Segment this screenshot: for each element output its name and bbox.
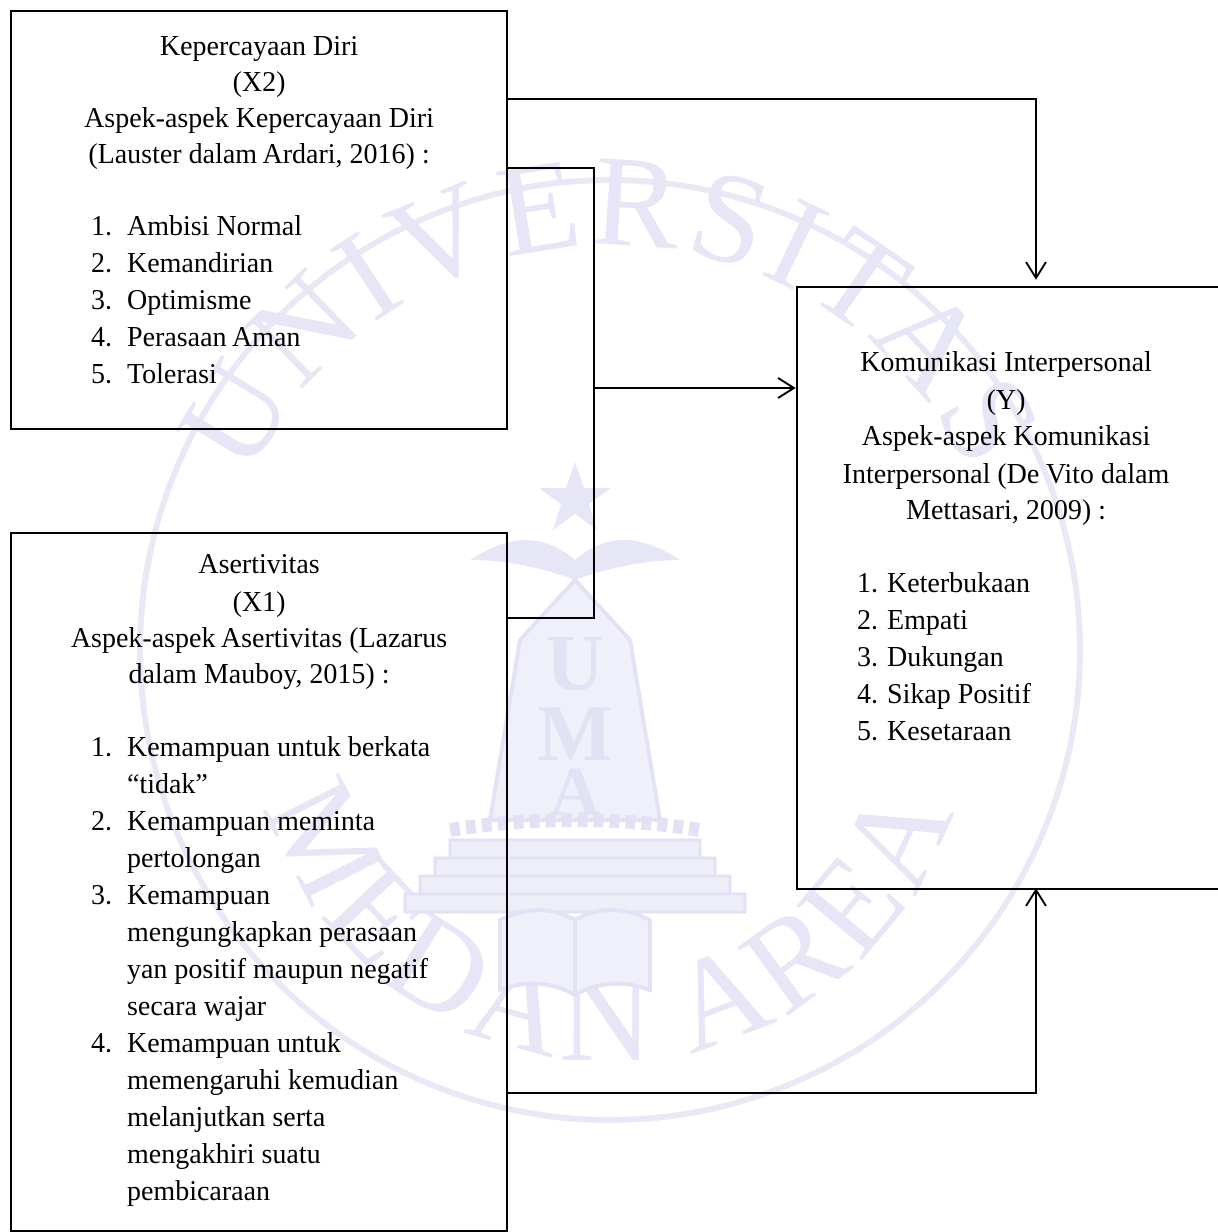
y-item-num: 5. <box>857 716 878 747</box>
x1-item-line: pertolongan <box>127 843 261 874</box>
x1-title: Asertivitas <box>198 549 320 580</box>
y-item: Dukungan <box>887 642 1004 673</box>
y-item-num: 3. <box>857 642 878 673</box>
x1-item-line: mengakhiri suatu <box>127 1139 321 1170</box>
x2-title: Kepercayaan Diri <box>159 31 359 62</box>
x1-item-line: Kemampuan meminta <box>127 806 376 837</box>
x1-item-line: “tidak” <box>127 769 208 800</box>
x1-item-num: 2. <box>91 806 112 837</box>
x2-item-num: 2. <box>91 248 112 279</box>
x2-aspect-line2: (Lauster dalam Ardari, 2016) : <box>88 139 430 170</box>
x2-item: Perasaan Aman <box>127 322 301 353</box>
x1-item-line: memengaruhi kemudian <box>127 1065 399 1096</box>
x2-item-num: 4. <box>91 322 112 353</box>
x2-item-num: 1. <box>91 211 112 242</box>
x2-item: Optimisme <box>127 285 252 316</box>
x2-item: Tolerasi <box>127 359 217 390</box>
y-aspect-line1: Aspek-aspek Komunikasi <box>861 421 1151 452</box>
y-code: (Y) <box>986 385 1026 416</box>
y-aspect-line3: Mettasari, 2009) : <box>906 495 1106 526</box>
x1-aspect-line2: dalam Mauboy, 2015) : <box>128 659 390 690</box>
y-item: Kesetaraan <box>887 716 1012 747</box>
x1-item-line: secara wajar <box>127 991 267 1022</box>
y-aspect-line2: Interpersonal (De Vito dalam <box>842 459 1170 490</box>
x2-item: Kemandirian <box>127 248 274 279</box>
x1-aspect-line1: Aspek-aspek Asertivitas (Lazarus <box>70 623 448 654</box>
x1-item-line: Kemampuan <box>127 880 271 911</box>
x2-item-num: 3. <box>91 285 112 316</box>
x1-item-line: yan positif maupun negatif <box>127 954 428 985</box>
y-item-num: 1. <box>857 568 878 599</box>
y-item: Keterbukaan <box>887 568 1031 599</box>
y-item: Empati <box>887 605 968 636</box>
y-item-num: 4. <box>857 679 878 710</box>
bracket-x1 <box>506 388 595 619</box>
x1-item-line: melanjutkan serta <box>127 1102 326 1133</box>
x2-aspect-line1: Aspek-aspek Kepercayaan Diri <box>84 103 434 134</box>
x2-code: (X2) <box>232 67 286 98</box>
box-komunikasi-interpersonal <box>796 286 1218 890</box>
box-kepercayaan-diri <box>10 10 508 430</box>
arrow-x2-to-y-top <box>506 98 1037 276</box>
x2-item-num: 5. <box>91 359 112 390</box>
y-item: Sikap Positif <box>887 679 1031 710</box>
bracket-x2 <box>506 167 595 388</box>
x1-code: (X1) <box>232 587 286 618</box>
x1-item-line: Kemampuan untuk berkata <box>127 732 431 763</box>
x1-item-line: pembicaraan <box>127 1176 271 1207</box>
x1-item-line: Kemampuan untuk <box>127 1028 341 1059</box>
x1-item-num: 1. <box>91 732 112 763</box>
x2-item: Ambisi Normal <box>127 211 302 242</box>
arrow-x1-to-y-bottom <box>506 892 1037 1094</box>
x1-item-num: 3. <box>91 880 112 911</box>
y-title: Komunikasi Interpersonal <box>860 347 1152 378</box>
x1-item-line: mengungkapkan perasaan <box>127 917 417 948</box>
y-item-num: 2. <box>857 605 878 636</box>
x1-item-num: 4. <box>91 1028 112 1059</box>
